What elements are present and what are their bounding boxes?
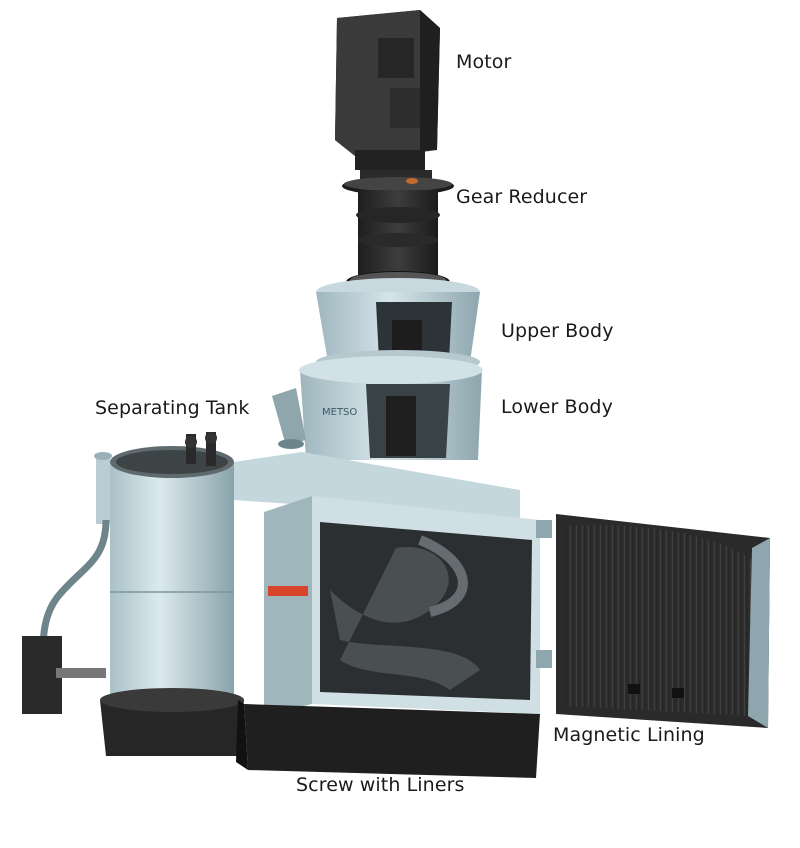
- label-separating-tank: Separating Tank: [95, 397, 250, 419]
- label-screw-with-liners: Screw with Liners: [296, 774, 465, 796]
- svg-text:METSO: METSO: [322, 407, 357, 418]
- magnetic-lining-part: [556, 514, 770, 728]
- motor-part: [335, 10, 440, 170]
- label-motor: Motor: [456, 51, 512, 73]
- separating-tank-part: [22, 432, 244, 756]
- label-upper-body: Upper Body: [501, 320, 614, 342]
- lower-body-part: METSO: [272, 356, 483, 460]
- label-gear-reducer: Gear Reducer: [456, 186, 588, 208]
- label-lower-body: Lower Body: [501, 396, 613, 418]
- screw-chamber-part: [234, 452, 552, 778]
- gear-reducer-part: [342, 170, 454, 293]
- label-magnetic-lining: Magnetic Lining: [553, 724, 705, 746]
